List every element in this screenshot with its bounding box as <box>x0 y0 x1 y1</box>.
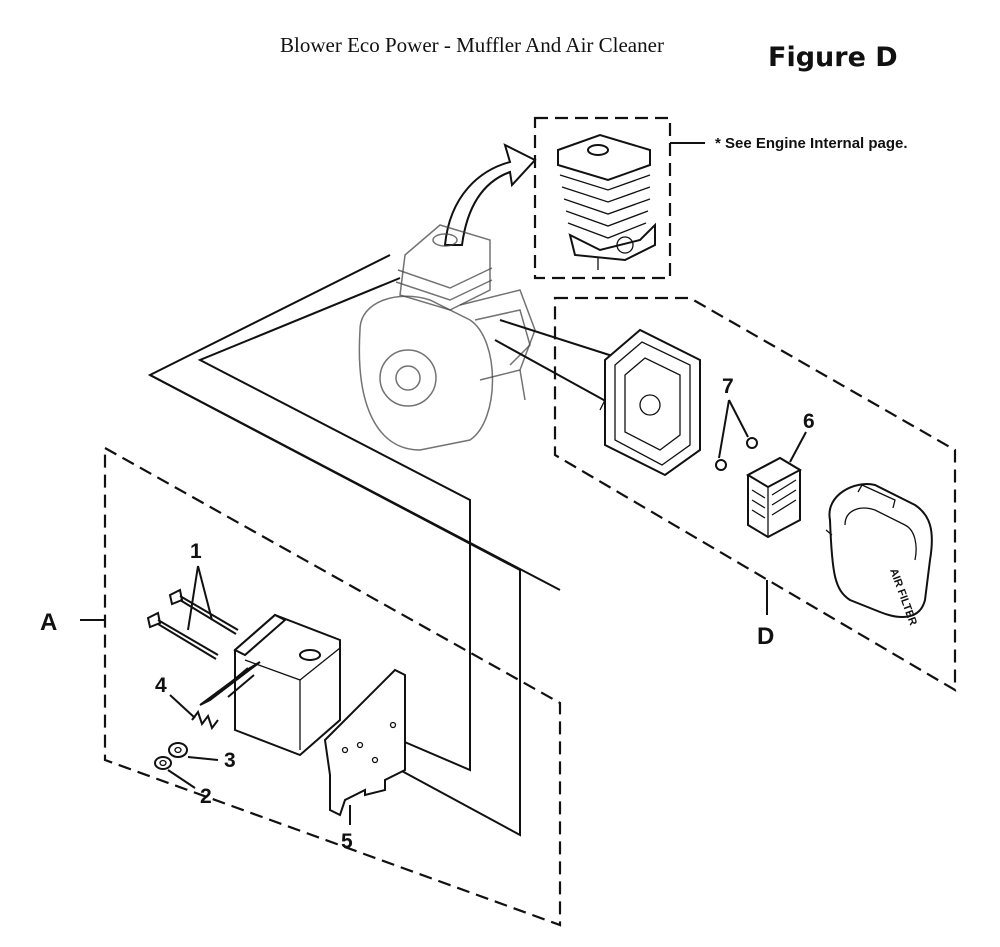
cylinder-icon <box>557 133 656 270</box>
callout-4: 4 <box>155 674 167 697</box>
air-cleaner-base <box>599 328 701 477</box>
air-cleaner-guide-line-top <box>499 319 626 361</box>
nut-left <box>715 459 727 471</box>
nut-right <box>746 437 758 449</box>
nut-part <box>154 756 172 770</box>
filter-element <box>745 456 803 539</box>
callout-2: 2 <box>200 785 212 808</box>
spring-part <box>191 709 219 731</box>
diagram-title: Blower Eco Power - Muffler And Air Clean… <box>280 33 664 57</box>
group-d-box <box>553 296 957 692</box>
callout-6: 6 <box>803 410 815 433</box>
muffler-bolts <box>146 588 239 660</box>
engine-body <box>358 224 536 451</box>
callout-1: 1 <box>190 540 202 563</box>
callout-3: 3 <box>224 749 236 772</box>
figure-label: Figure D <box>768 42 898 73</box>
gasket-plate <box>323 668 406 817</box>
group-d-label: D <box>757 623 774 650</box>
muffler-guide-line-lower <box>149 374 521 837</box>
group-a-label: A <box>40 609 57 636</box>
group-a-box <box>103 446 562 927</box>
air-filter-cover: AIR FILTER <box>825 483 933 627</box>
callout-7: 7 <box>722 375 734 398</box>
muffler-guide-line-outer <box>147 254 561 591</box>
muffler-guide-line-inner <box>197 277 471 772</box>
curved-arrow-icon <box>443 143 537 246</box>
cylinder-inset <box>533 116 705 280</box>
engine-internal-note: * See Engine Internal page. <box>715 135 908 152</box>
muffler <box>199 613 341 757</box>
callout-5: 5 <box>341 830 353 853</box>
washer-part <box>168 742 188 758</box>
